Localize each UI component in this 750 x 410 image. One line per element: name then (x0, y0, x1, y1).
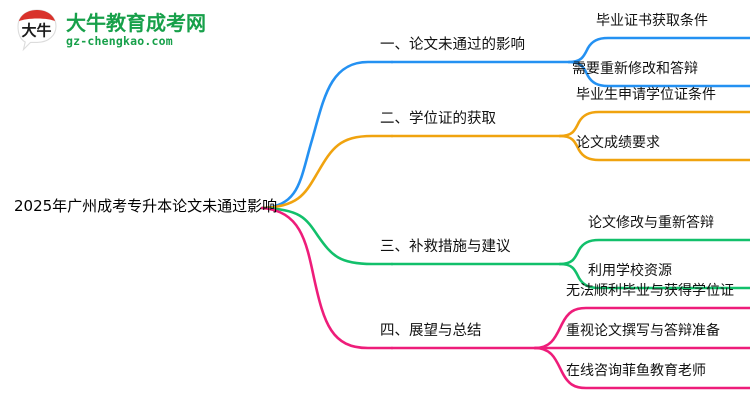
leaf-node-4-3-label[interactable]: 在线咨询菲鱼教育老师 (566, 363, 706, 379)
fork-branch-3-child-2 (558, 262, 750, 290)
leaf-node-4-1-label[interactable]: 无法顺利毕业与获得学位证 (566, 283, 734, 299)
leaf-node-3-1-label[interactable]: 论文修改与重新答辩 (588, 215, 714, 231)
branch-node-2-label[interactable]: 二、学位证的获取 (380, 111, 496, 127)
fork-branch-1-child-1 (567, 36, 750, 64)
site-name: 大牛教育成考网 (66, 10, 206, 35)
site-logo: 大牛 大牛教育成考网 gz-chengkao.com (14, 8, 206, 52)
fork-branch-4-child-1 (533, 306, 750, 350)
branch-node-1-label[interactable]: 一、论文未通过的影响 (380, 37, 525, 53)
branch-node-3-label[interactable]: 三、补救措施与建议 (380, 239, 511, 255)
trunk-branch-4 (260, 206, 394, 350)
fork-branch-2-child-2 (558, 134, 750, 162)
trunk-branch-1 (260, 60, 394, 210)
fork-branch-3-child-1 (558, 238, 750, 266)
leaf-node-4-2-label[interactable]: 重视论文撰写与答辩准备 (566, 323, 720, 339)
logo-mark-characters: 大牛 (21, 22, 51, 40)
root-node-label[interactable]: 2025年广州成考专升本论文未通过影响 (14, 197, 278, 215)
trunk-branch-3 (260, 206, 394, 266)
leaf-node-3-2-label[interactable]: 利用学校资源 (588, 263, 672, 279)
leaf-node-1-2-label[interactable]: 需要重新修改和答辩 (572, 61, 698, 77)
trunk-branch-2 (260, 134, 394, 210)
speech-bubble-logo-icon: 大牛 (14, 8, 60, 52)
fork-branch-2-child-1 (558, 110, 750, 138)
leaf-node-1-1-label[interactable]: 毕业证书获取条件 (596, 13, 708, 29)
branch-node-4-label[interactable]: 四、展望与总结 (380, 323, 482, 339)
leaf-node-2-1-label[interactable]: 毕业生申请学位证条件 (576, 87, 716, 103)
fork-branch-4-child-3 (533, 346, 750, 390)
site-domain: gz-chengkao.com (66, 33, 173, 48)
leaf-node-2-2-label[interactable]: 论文成绩要求 (576, 135, 660, 151)
fork-branch-1-child-2 (567, 60, 750, 88)
